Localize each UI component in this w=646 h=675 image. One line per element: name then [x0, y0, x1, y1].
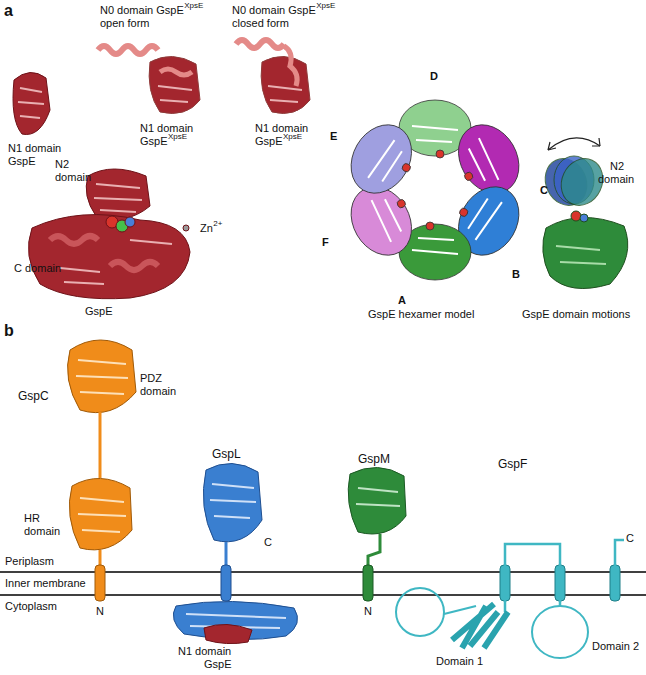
figure-label: Domain 2 — [592, 640, 639, 653]
figure-label: b — [4, 322, 14, 340]
figure-label: XpsE — [283, 132, 302, 141]
figure-label: N0 domain GspE — [100, 4, 184, 17]
figure-label: closed form — [232, 17, 289, 30]
figure-label: HR — [24, 512, 40, 525]
figure-label: XpsE — [316, 1, 335, 10]
figure-label: N — [364, 605, 372, 618]
figure-label: Inner membrane — [5, 577, 86, 590]
figure-label: GspF — [498, 458, 527, 472]
figure-label: N1 domain — [8, 142, 61, 155]
figure-label: D — [430, 70, 438, 83]
figure-label: domain — [55, 171, 91, 184]
figure-label: N2 — [55, 158, 69, 171]
figure-label: domain — [598, 173, 634, 186]
figure-label: A — [398, 294, 406, 307]
figure-label: open form — [100, 17, 150, 30]
figure-label: N2 — [610, 160, 624, 173]
figure-label: GspE domain motions — [522, 308, 630, 321]
figure-label: F — [322, 236, 329, 249]
figure-label: C — [540, 184, 548, 197]
figure-label: domain — [140, 385, 176, 398]
figure-label: GspC — [18, 390, 49, 404]
figure-label: C — [264, 536, 272, 549]
figure-label: XpsE — [184, 1, 203, 10]
figure-label: GspE — [140, 135, 168, 148]
figure-label: a — [4, 2, 13, 20]
figure-label: Zn — [200, 222, 213, 235]
figure-label: GspL — [212, 448, 241, 462]
figure-label: N1 domain — [178, 645, 231, 658]
figure-label: Cytoplasm — [5, 600, 57, 613]
figure-label: C domain — [14, 262, 61, 275]
figure-label: Periplasm — [5, 555, 54, 568]
figure-label: GspM — [358, 453, 390, 467]
figure-label: E — [330, 130, 337, 143]
figure-label: GspE hexamer model — [368, 308, 474, 321]
figure-label: PDZ — [140, 372, 162, 385]
figure-label: N0 domain GspE — [232, 4, 316, 17]
figure-label: GspE — [255, 135, 283, 148]
figure-label: C — [626, 532, 634, 545]
figure-label: B — [512, 268, 520, 281]
figure-label: XpsE — [168, 132, 187, 141]
figure-label: N — [96, 605, 104, 618]
figure-label: GspE — [204, 658, 232, 671]
figure-label: Domain 1 — [436, 655, 483, 668]
figure-label: GspE — [8, 155, 36, 168]
figure-label: domain — [24, 525, 60, 538]
figure-label: 2+ — [213, 219, 222, 228]
figure-label: GspE — [85, 305, 113, 318]
